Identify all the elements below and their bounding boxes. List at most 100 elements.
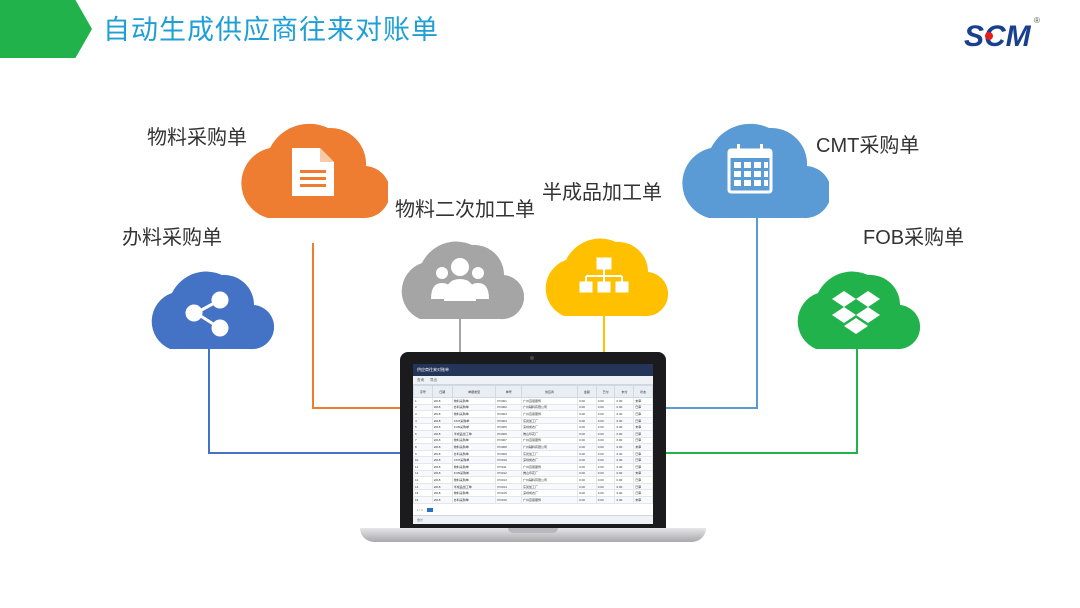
table-cell: 0.00: [577, 429, 597, 438]
table-cell: 物料采购单: [451, 476, 497, 484]
table-cell: 2018: [431, 462, 453, 471]
table-cell: 5: [413, 423, 433, 431]
table-cell: PO012: [495, 469, 523, 478]
table-cell: 0.00: [614, 416, 635, 425]
document-icon: [292, 148, 334, 196]
table-cell: 广州辅料有限公司: [521, 403, 579, 412]
table-cell: 物料采购单: [451, 436, 497, 445]
table-cell: 2018: [431, 443, 453, 451]
column-header[interactable]: 单据类型: [451, 385, 497, 398]
table-cell: 2018: [431, 482, 453, 491]
column-header[interactable]: 供应商: [521, 385, 579, 398]
table-cell: 深圳成衣厂: [521, 489, 579, 497]
table-cell: 物料采购单: [451, 397, 497, 405]
table-cell: 0.00: [577, 469, 597, 478]
pager[interactable]: 1 / 1: [417, 508, 433, 512]
column-header[interactable]: 已付: [595, 385, 616, 398]
table-cell: 广州百丽服饰: [521, 436, 579, 445]
camera-icon: [530, 356, 534, 360]
table-cell: 2018: [431, 489, 453, 497]
table-cell: 佛山印花厂: [521, 429, 579, 438]
calendar-icon: [727, 144, 773, 194]
table-cell: 已审: [633, 462, 653, 471]
table-cell: 0.00: [577, 443, 597, 451]
table-cell: 0.00: [577, 397, 597, 405]
table-cell: 物料采购单: [451, 489, 497, 497]
table-cell: 0.00: [577, 423, 597, 431]
table-cell: FOB采购单: [451, 469, 497, 478]
table-cell: 0.00: [577, 476, 597, 484]
table-cell: 东莞加工厂: [521, 449, 579, 458]
table-cell: 0.00: [577, 416, 597, 425]
table-cell: 2018: [431, 410, 453, 418]
cloud-cmt-purchase: [682, 123, 829, 219]
table-cell: 2018: [431, 449, 453, 458]
pager-current-page[interactable]: [426, 508, 433, 512]
table-cell: PO014: [495, 482, 523, 491]
table-cell: 0.00: [577, 456, 597, 464]
table-cell: 0.00: [595, 489, 616, 497]
org-chart-icon: [579, 257, 629, 293]
table-cell: CMT采购单: [451, 456, 497, 464]
table-cell: PO016: [495, 495, 523, 504]
table-cell: 0.00: [614, 423, 635, 431]
table-cell: 2: [413, 403, 433, 412]
table-cell: 0.00: [614, 449, 635, 458]
column-header[interactable]: 金额: [577, 385, 597, 398]
column-header[interactable]: 日期: [431, 385, 453, 398]
table-cell: PO001: [495, 397, 523, 405]
table-cell: 已审: [633, 489, 653, 497]
wire-accessory: [208, 340, 400, 454]
table-cell: 3: [413, 410, 433, 418]
table-cell: 0.00: [614, 436, 635, 445]
column-header[interactable]: 序号: [413, 385, 433, 398]
table-cell: 2018: [431, 495, 453, 504]
table-cell: 0.00: [595, 403, 616, 412]
table-cell: 办料采购单: [451, 403, 497, 412]
table-cell: 未审: [633, 495, 653, 504]
column-header[interactable]: 未付: [614, 385, 635, 398]
cloud-fob-purchase: [797, 271, 920, 350]
app-window-title: 供应商往来对账单: [417, 367, 449, 372]
table-cell: 未审: [633, 469, 653, 478]
table-cell: 0.00: [614, 476, 635, 484]
table-cell: 0.00: [614, 443, 635, 451]
cloud-accessory-purchase: [151, 271, 274, 350]
table-cell: 已审: [633, 456, 653, 464]
laptop: 供应商往来对账单 查询 导出 序号 日期 单据类型 单号 供应商 金额 已付: [360, 352, 706, 550]
table-cell: 0.00: [595, 469, 616, 478]
scm-logo: SCM ®: [964, 16, 1040, 53]
column-header[interactable]: 单号: [495, 385, 523, 398]
table-cell: 11: [413, 462, 433, 471]
table-cell: 已审: [633, 410, 653, 418]
table-cell: 0.00: [595, 443, 616, 451]
table-cell: 2018: [431, 397, 453, 405]
table-cell: PO015: [495, 489, 523, 497]
column-header[interactable]: 状态: [633, 385, 653, 398]
table-cell: 7: [413, 436, 433, 445]
laptop-base: [360, 528, 706, 542]
table-cell: 0.00: [595, 482, 616, 491]
toolbar-export-button[interactable]: 导出: [430, 377, 437, 382]
app-titlebar: 供应商往来对账单: [413, 364, 653, 376]
group-icon: [431, 258, 489, 301]
table-cell: PO002: [495, 403, 523, 412]
toolbar-query-button[interactable]: 查询: [417, 377, 424, 382]
